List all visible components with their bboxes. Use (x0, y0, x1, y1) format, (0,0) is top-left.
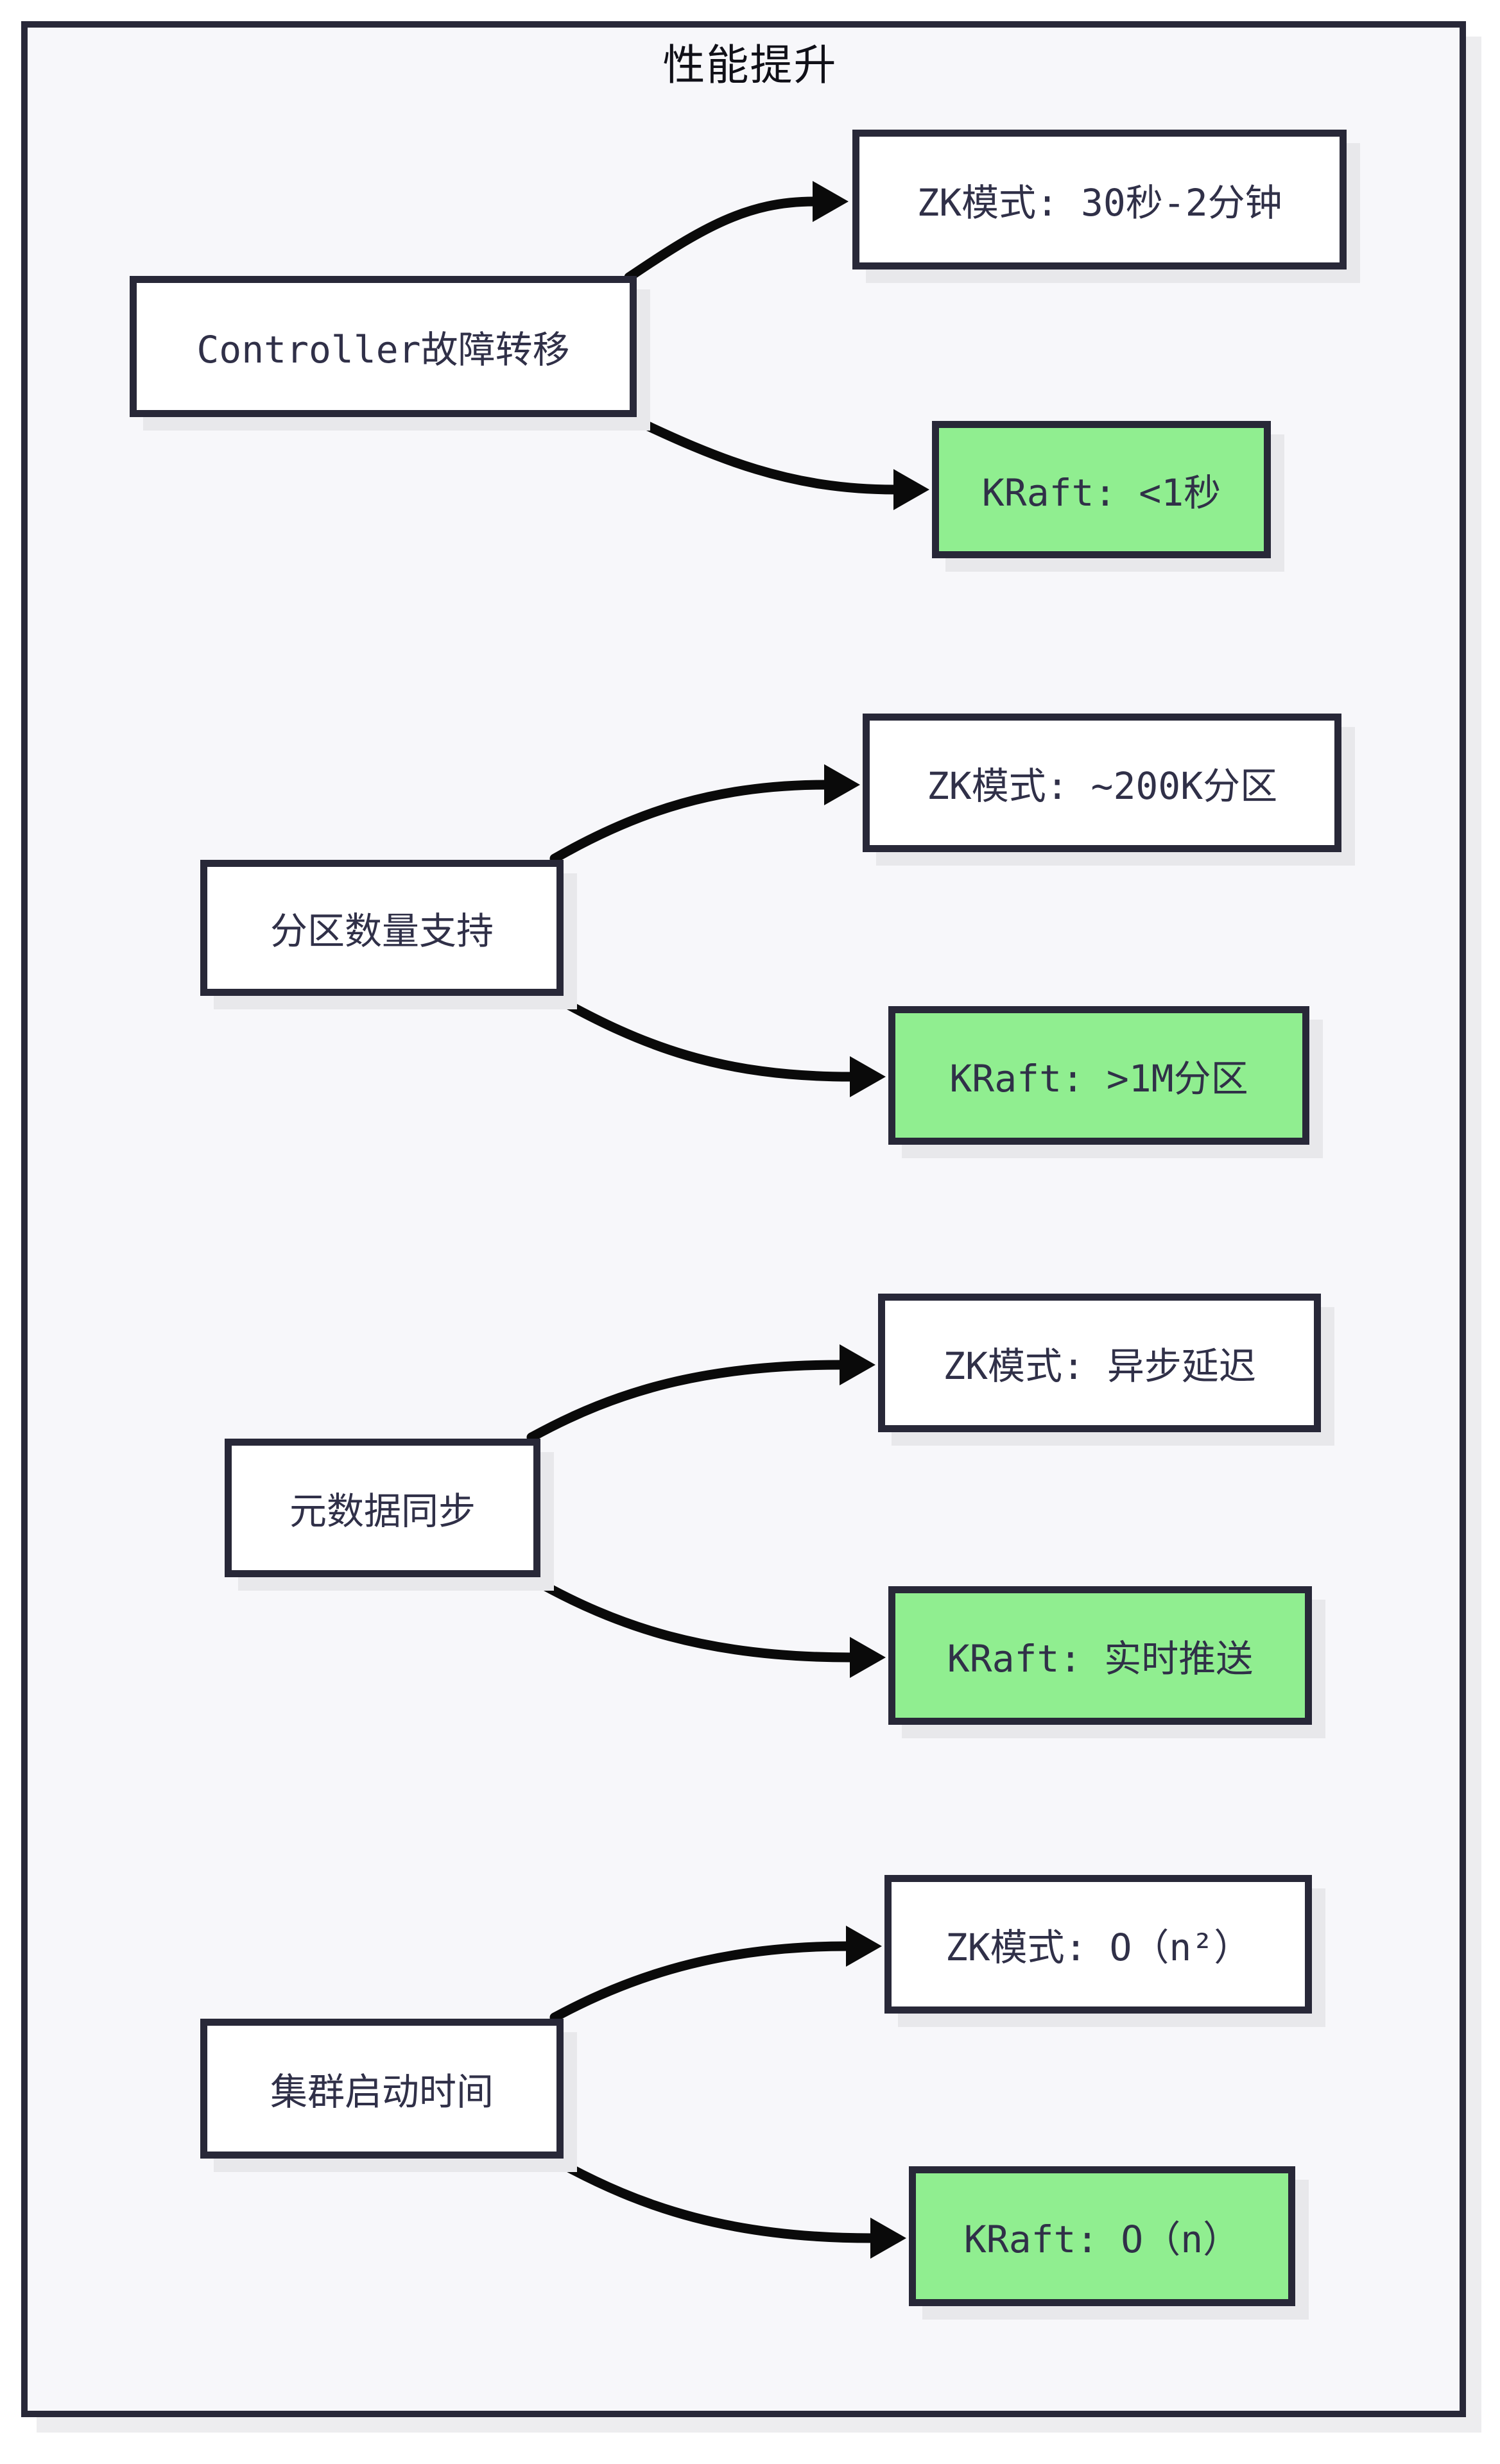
category-box-cluster-startup: 集群启动时间 (200, 2019, 564, 2159)
arrow-controller-failover-to-zk (624, 181, 849, 282)
kraft-box-controller-failover: KRaft: <1秒 (932, 421, 1271, 558)
category-box-partition-count: 分区数量支持 (200, 860, 564, 996)
arrow-cluster-startup-to-kraft (549, 2155, 906, 2259)
zk-box-partition-count: ZK模式: ~200K分区 (863, 714, 1341, 852)
arrow-cluster-startup-to-zk (549, 1926, 882, 2023)
arrow-partition-count-to-zk (549, 764, 860, 864)
arrow-metadata-sync-to-zk (526, 1344, 875, 1442)
kraft-box-metadata-sync: KRaft: 实时推送 (888, 1586, 1312, 1725)
arrow-partition-count-to-kraft (549, 992, 886, 1097)
kraft-box-cluster-startup: KRaft: O（n） (909, 2166, 1295, 2306)
diagram-frame (21, 21, 1466, 2417)
zk-box-cluster-startup: ZK模式: O（n²） (884, 1875, 1312, 2014)
zk-box-controller-failover: ZK模式: 30秒-2分钟 (852, 130, 1347, 270)
category-box-metadata-sync: 元数据同步 (225, 1439, 540, 1577)
diagram-title: 性能提升 (662, 40, 838, 90)
zk-box-metadata-sync: ZK模式: 异步延迟 (878, 1294, 1321, 1432)
arrow-metadata-sync-to-kraft (526, 1573, 886, 1678)
arrow-controller-failover-to-kraft (624, 412, 929, 510)
kraft-box-partition-count: KRaft: >1M分区 (888, 1006, 1309, 1145)
category-box-controller-failover: Controller故障转移 (130, 276, 637, 417)
